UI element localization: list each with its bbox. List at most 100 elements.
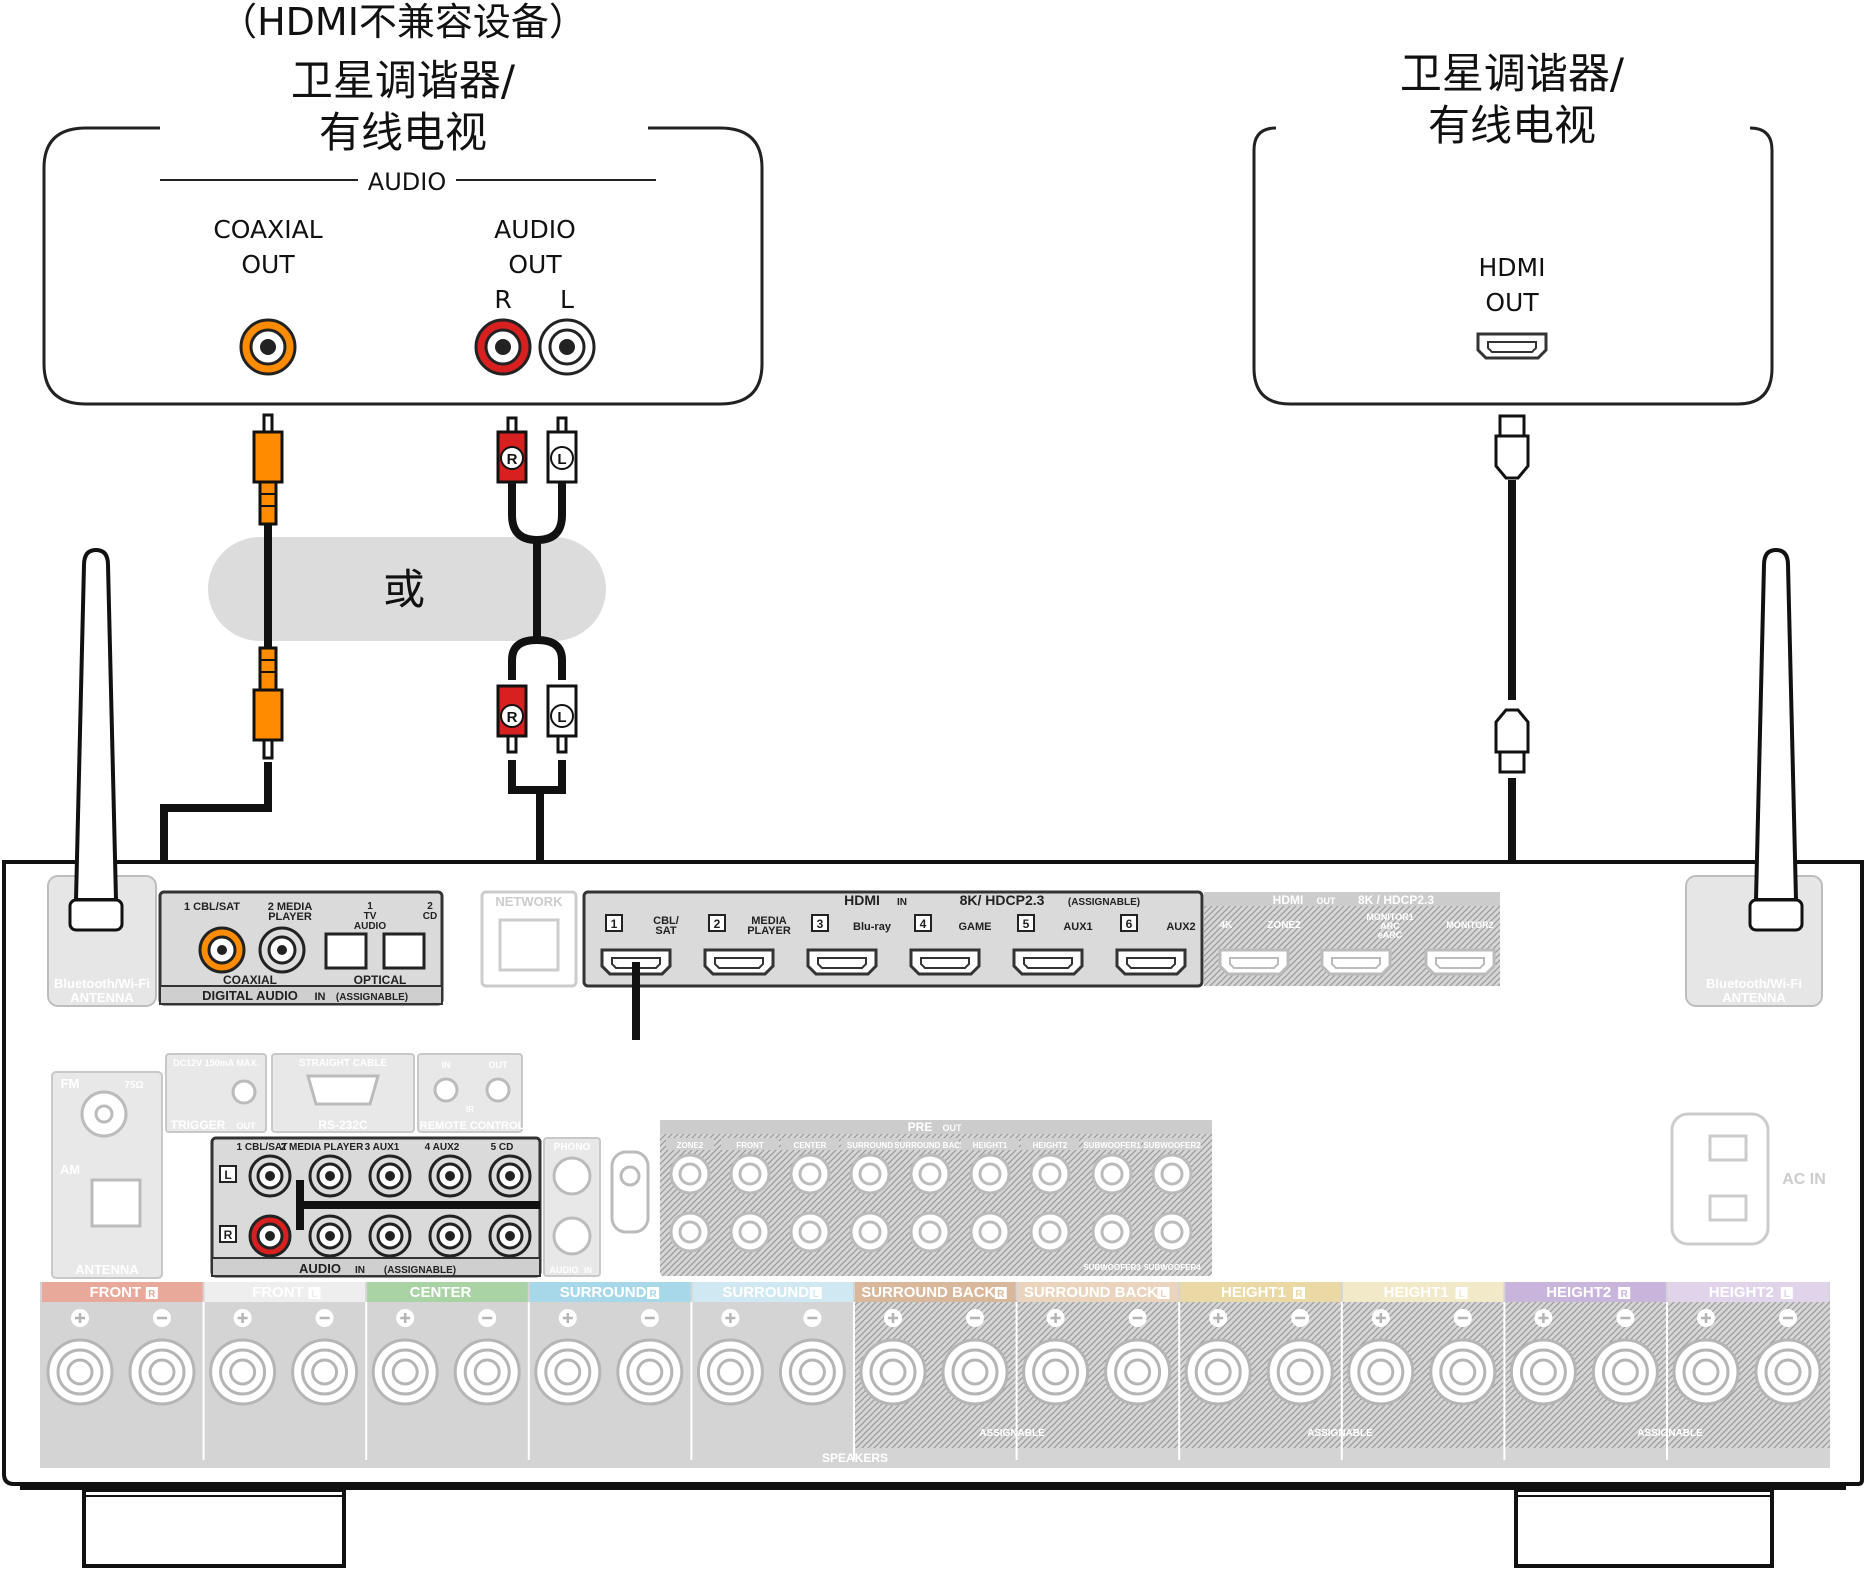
pre-out-jack-inner: [678, 1220, 702, 1244]
hdmi-in-3-name: Blu-ray: [853, 921, 892, 933]
phono-footer: AUDIO: [550, 1265, 579, 1275]
pre-out-jack-inner: [858, 1220, 882, 1244]
analog-in-5-l-jack[interactable]: [488, 1154, 532, 1198]
speaker-terminal-9-minus: [1429, 1338, 1497, 1406]
speaker-terminal-8-plus: [1184, 1338, 1252, 1406]
hdmi-in-2-name: MEDIA: [751, 915, 787, 927]
speaker-terminal-11-minus: [1754, 1338, 1822, 1406]
optical-panel-label: OPTICAL: [354, 973, 407, 987]
speaker-ch-label-6: R: [997, 1289, 1005, 1300]
analog-in-1-l-jack[interactable]: [248, 1154, 292, 1198]
plus-icon: [884, 1309, 902, 1327]
hdmi-in-1-name: CBL/: [653, 915, 679, 927]
hdmi-in-4-name: GAME: [959, 921, 992, 933]
am-label: AM: [60, 1162, 80, 1177]
hdmi-out-port[interactable]: [1476, 332, 1548, 360]
hdmi-in-1-number: 1: [611, 917, 618, 931]
hdmi-out-earc: eARC: [1378, 930, 1403, 940]
hdmi-in-3-number: 3: [817, 917, 824, 931]
pre-out-label-9: SUBWOOFER2: [1143, 1141, 1201, 1150]
digital-in1-label: 1 CBL/SAT: [184, 901, 240, 913]
network-label: NETWORK: [495, 894, 563, 909]
hdmi-in-spec: 8K/ HDCP2.3: [960, 892, 1045, 908]
analog-input-label-2: 2 MEDIA PLAYER: [281, 1142, 364, 1153]
audio-out-label: AUDIO: [494, 215, 576, 244]
hdmi-in-2-port[interactable]: [703, 948, 775, 976]
analog-input-label-4: 4 AUX2: [425, 1142, 460, 1153]
pre-out-label-6: HEIGHT1: [973, 1141, 1008, 1150]
right-channel-label: R: [494, 285, 511, 314]
analog-in-2-r-jack[interactable]: [308, 1214, 352, 1258]
fm-am-panel: FM 75Ω AM ANTENNA: [51, 1071, 163, 1279]
analog-in-1-r-jack[interactable]: [248, 1214, 292, 1258]
analog-footer: AUDIO: [299, 1261, 341, 1276]
optical1-label: 1: [367, 901, 373, 912]
speaker-header-label-11: HEIGHT2: [1709, 1284, 1774, 1301]
analog-input-label-3: 3 AUX1: [365, 1142, 400, 1153]
minus-icon: [1291, 1309, 1310, 1327]
analog-in-3-l-jack[interactable]: [368, 1154, 412, 1198]
speaker-terminal-10-minus: [1591, 1338, 1659, 1406]
plus-icon: [71, 1309, 89, 1327]
speaker-header-label-5: SURROUND: [722, 1284, 809, 1301]
hdmi-out-4k: 4K: [1220, 920, 1234, 931]
analog-in-4-l-jack[interactable]: [428, 1154, 472, 1198]
remote-in-label: IN: [442, 1060, 451, 1070]
hdmi-in-5-port[interactable]: [1012, 948, 1084, 976]
control-ports: DC12V 150mA MAX. TRIGGER OUT STRAIGHT CA…: [165, 1053, 525, 1133]
bt-antenna-left-label1: Bluetooth/Wi-Fi: [54, 976, 150, 991]
digital-coaxial-1-jack[interactable]: [198, 926, 246, 974]
hdmi-out-spec: 8K / HDCP2.3: [1358, 893, 1434, 907]
speaker-ch-box-8: [1293, 1287, 1305, 1299]
digital-coaxial-2-jack[interactable]: [258, 926, 306, 974]
left-title-line3: 有线电视: [319, 108, 487, 157]
analog-in-4-r-jack[interactable]: [428, 1214, 472, 1258]
speaker-terminal-8-minus: [1266, 1338, 1334, 1406]
audio-out-l-jack[interactable]: [538, 318, 596, 376]
right-title-line1: 卫星调谐器/: [1400, 49, 1625, 98]
hdmi-in-6-number-box: [1120, 914, 1138, 932]
hdmi-in-6-port[interactable]: [1115, 948, 1187, 976]
hdmi-in-4-port[interactable]: [909, 948, 981, 976]
analog-in-3-r-jack[interactable]: [368, 1214, 412, 1258]
bt-antenna-right-label2: ANTENNA: [1722, 990, 1786, 1005]
audio-out-r-jack[interactable]: [474, 318, 532, 376]
plus-icon: [721, 1309, 740, 1327]
plus-icon: [1046, 1309, 1065, 1327]
analog-in-2-l-jack[interactable]: [308, 1154, 352, 1198]
fm-ohm-label: 75Ω: [124, 1080, 143, 1091]
minus-icon: [1128, 1309, 1147, 1327]
coaxial-panel-label: COAXIAL: [223, 973, 277, 987]
hdmi-in-title: HDMI: [844, 892, 880, 908]
coaxial-out-jack[interactable]: [239, 318, 297, 376]
speaker-ch-label-1: R: [148, 1289, 156, 1300]
optical2-label: 2: [427, 901, 433, 912]
analog-in-5-r-jack[interactable]: [488, 1214, 532, 1258]
coaxial-plug-bottom: [252, 646, 284, 760]
minus-icon: [1779, 1309, 1797, 1327]
speaker-terminal-7-minus: [1104, 1338, 1172, 1406]
speaker-ch-label-7: L: [1160, 1289, 1166, 1300]
speaker-header-label-8: HEIGHT1: [1221, 1284, 1286, 1301]
pre-out-jack-inner: [738, 1162, 762, 1186]
minus-icon: [803, 1309, 822, 1327]
rs232-label: RS-232C: [318, 1118, 368, 1132]
pre-out-label-8: SUBWOOFER1: [1083, 1141, 1141, 1150]
hdmi-out-tag: OUT: [1317, 896, 1337, 906]
hdmi-out-title: HDMI: [1273, 893, 1304, 907]
digital-in2-label: 2 MEDIA: [268, 901, 313, 913]
hdmi-in-3-port[interactable]: [806, 948, 878, 976]
speaker-terminal-5-plus: [696, 1338, 764, 1406]
digital-audio-footer-assign: (ASSIGNABLE): [336, 992, 408, 1003]
bt-antenna-left: Bluetooth/Wi-Fi ANTENNA: [47, 547, 157, 1007]
speaker-header-label-3: CENTER: [410, 1284, 472, 1301]
optical-2-port[interactable]: [382, 932, 426, 970]
pre-out-label-1: ZONE2: [677, 1141, 704, 1150]
hdmi-out-arc: ARC: [1380, 921, 1400, 931]
rca-r-plug-top-label: R: [507, 451, 518, 468]
analog-r-label: R: [224, 1228, 233, 1242]
optical-1-port[interactable]: [324, 932, 368, 970]
pre-out-jack-inner: [918, 1162, 942, 1186]
rca-r-plug-top: R: [496, 416, 528, 484]
